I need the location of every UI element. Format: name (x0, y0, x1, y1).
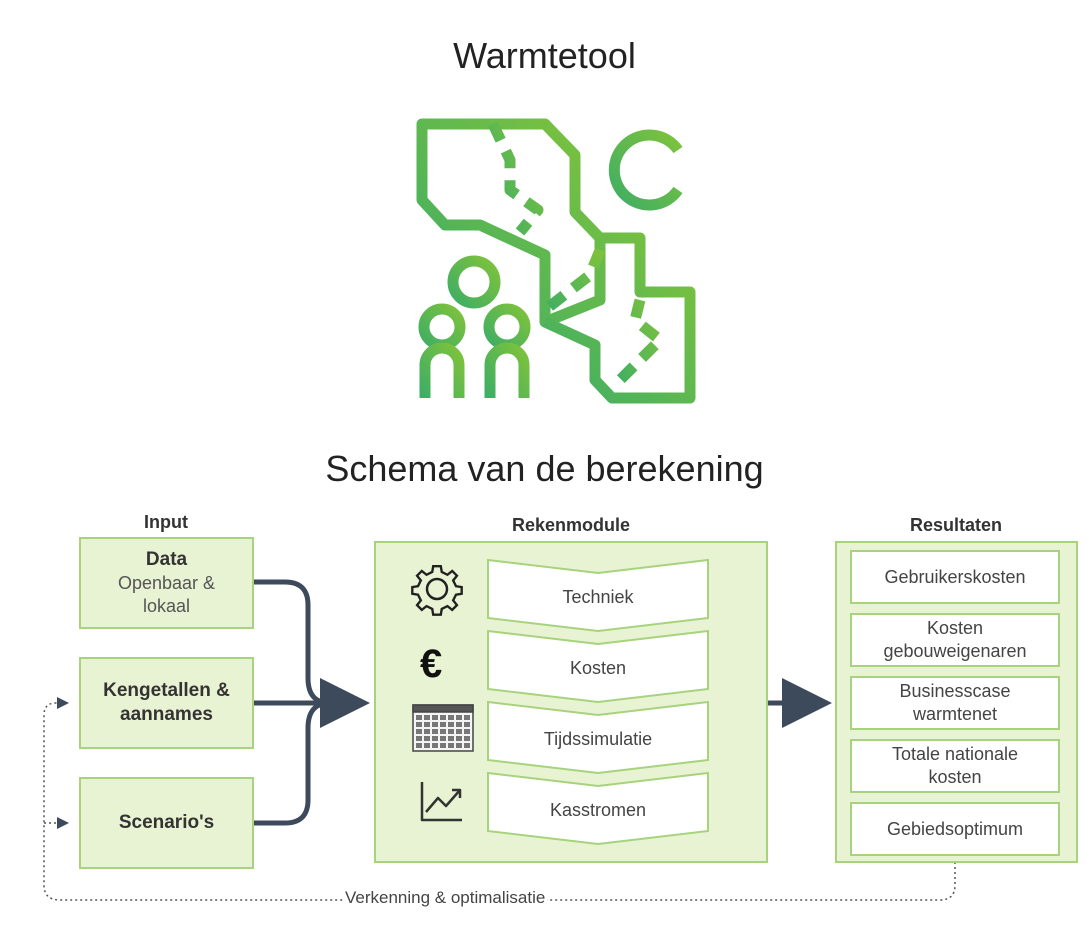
result-item: Gebiedsoptimum (850, 802, 1060, 856)
result-line1: Totale nationale (891, 744, 1019, 764)
kengetallen-line2: aannames (120, 704, 213, 725)
result-line2: kosten (928, 767, 982, 787)
diagram-title: Schema van de berekening (325, 448, 764, 489)
page-title: Warmtetool (453, 35, 636, 76)
data-sub2: lokaal (142, 596, 191, 616)
step-chevron-tijdssimulatie (487, 700, 709, 775)
result-line1: Gebiedsoptimum (886, 818, 1024, 839)
scenarios-box: Scenario's (79, 777, 254, 869)
step-label-techniek: Techniek (562, 587, 634, 607)
step-chevron-kosten (487, 629, 709, 704)
input-column-title: Input (144, 512, 188, 532)
result-item: Kosten gebouweigenaren (850, 613, 1060, 667)
resultaten-column-title: Resultaten (909, 515, 1003, 535)
gear-icon (411, 565, 463, 616)
result-item: Gebruikerskosten (850, 550, 1060, 604)
result-line1: Kosten (926, 618, 984, 638)
feedback-loop-label: Verkenning & optimalisatie (343, 888, 548, 908)
step-label-kasstromen: Kasstromen (549, 800, 647, 820)
result-item: Totale nationale kosten (850, 739, 1060, 793)
result-item: Businesscase warmtenet (850, 676, 1060, 730)
chart-icon (420, 782, 462, 822)
step-chevron-techniek (487, 558, 709, 633)
result-line2: gebouweigenaren (883, 641, 1027, 661)
scenarios-label: Scenario's (118, 812, 215, 833)
kengetallen-line1: Kengetallen & (103, 680, 230, 701)
result-line2: warmtenet (912, 704, 998, 724)
calendar-icon (412, 704, 474, 752)
step-label-kosten: Kosten (569, 658, 627, 678)
kengetallen-box: Kengetallen & aannames (79, 657, 254, 749)
data-box: Data Openbaar & lokaal (79, 537, 254, 629)
data-sub1: Openbaar & (117, 573, 216, 593)
step-chevron-kasstromen (487, 771, 709, 846)
result-line1: Gebruikerskosten (884, 566, 1026, 587)
euro-icon: € (420, 642, 443, 686)
rekenmodule-column-title: Rekenmodule (511, 515, 631, 535)
result-line1: Businesscase (899, 681, 1011, 701)
data-title: Data (145, 549, 188, 570)
step-label-tijdssimulatie: Tijdssimulatie (543, 729, 653, 749)
